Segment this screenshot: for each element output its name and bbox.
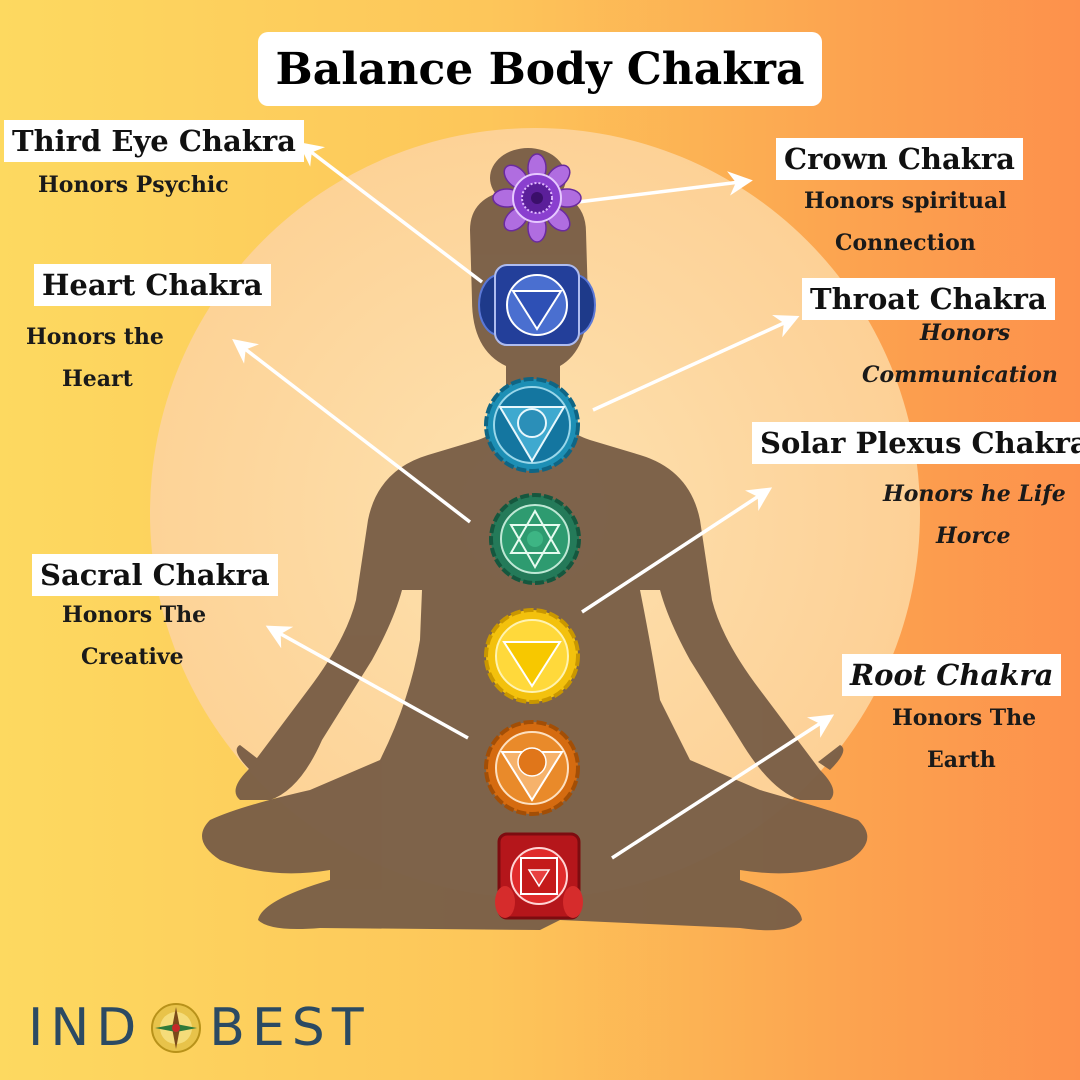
arrow-sacral [265,625,469,740]
sacral-chakra-desc-line2: Creative [81,644,184,670]
heart-chakra-desc-line1: Honors the [26,324,164,350]
brand-text-left: IND [28,998,144,1058]
arrow-crown [577,171,753,204]
arrow-throat [592,314,800,412]
root-chakra-desc-line2: Earth [927,747,996,773]
brand-text-right: BEST [209,998,371,1058]
third-eye-chakra-label: Third Eye Chakra [4,120,304,162]
crown-chakra-label: Crown Chakra [776,138,1023,180]
throat-chakra-icon [484,377,580,473]
root-chakra-label: Root Chakra [842,654,1062,696]
crown-chakra-desc-line1: Honors spiritual [804,188,1007,214]
solar-plexus-chakra-desc-line2: Horce [936,523,1011,549]
root-chakra-desc-line1: Honors The [892,705,1037,731]
crown-chakra-icon [492,153,582,243]
third-eye-chakra-desc: Honors Psychic [38,172,229,198]
arrow-third-eye [298,142,484,284]
solar-plexus-chakra-label: Solar Plexus Chakra [752,422,1080,464]
page-title: Balance Body Chakra [258,32,822,106]
root-chakra-icon [495,832,583,920]
heart-chakra-icon [489,493,581,585]
arrow-root [611,714,835,860]
crown-chakra-desc-line2: Connection [835,230,976,256]
sacral-chakra-icon [484,720,580,816]
third-eye-chakra-icon [478,264,596,346]
heart-chakra-desc-line2: Heart [62,366,133,392]
brand-logo: IND BEST [28,998,371,1058]
heart-chakra-label: Heart Chakra [34,264,271,306]
connector-arrows [232,142,835,860]
throat-chakra-desc-line2: Communication [862,362,1058,388]
solar-plexus-chakra-desc-line1: Honors he Life [883,481,1066,507]
compass-logo-icon [151,1003,202,1053]
arrow-solar-plexus [581,487,773,614]
throat-chakra-desc-line1: Honors [920,320,1011,346]
arrow-heart [232,339,472,524]
solar-plexus-chakra-icon [484,608,580,704]
throat-chakra-label: Throat Chakra [802,278,1055,320]
sacral-chakra-desc-line1: Honors The [62,602,207,628]
sacral-chakra-label: Sacral Chakra [32,554,278,596]
